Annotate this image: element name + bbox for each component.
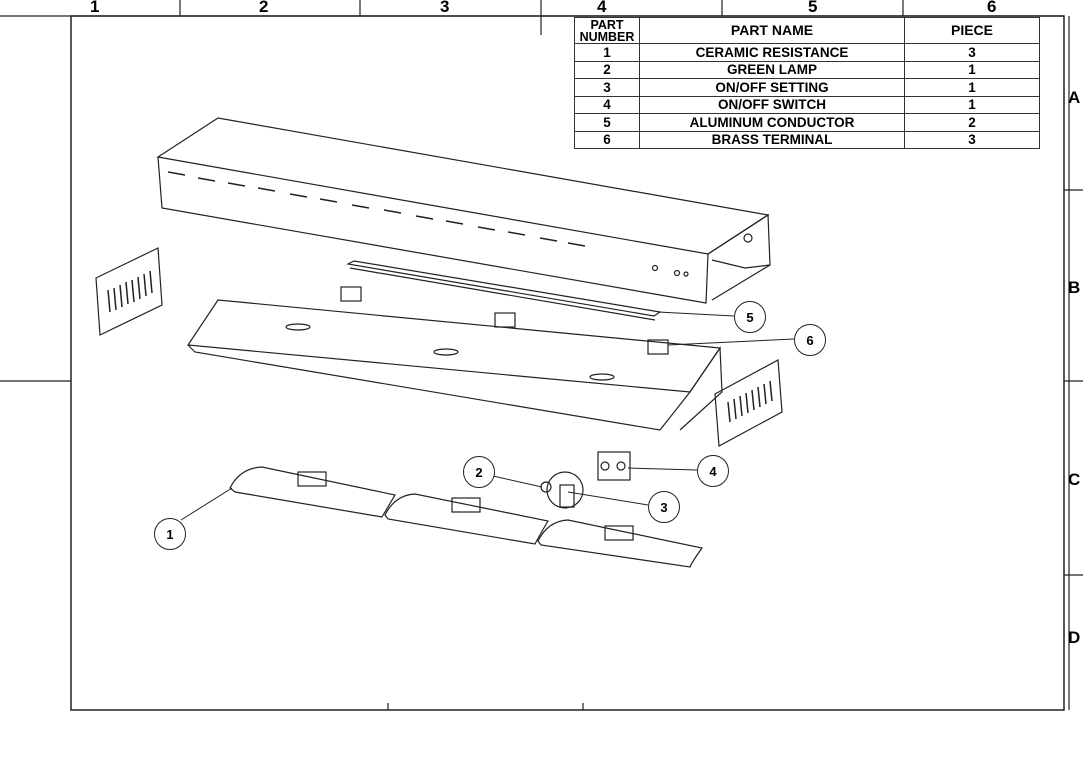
zone-column-label: 3 — [440, 0, 450, 16]
part-name: BRASS TERMINAL — [639, 130, 905, 149]
part-piece: 2 — [904, 113, 1040, 132]
balloon-part-6: 6 — [794, 324, 826, 356]
part-name: ON/OFF SETTING — [639, 78, 905, 97]
part-number: 1 — [574, 43, 640, 62]
header-part-number: PART NUMBER — [574, 17, 640, 44]
housing-cover — [156, 117, 771, 304]
part-number: 4 — [574, 95, 640, 114]
balloon-part-3: 3 — [648, 491, 680, 523]
on-off-switch — [597, 451, 631, 481]
zone-row-label: C — [1068, 470, 1081, 489]
balloon-part-2: 2 — [463, 456, 495, 488]
part-piece: 1 — [904, 95, 1040, 114]
part-number: 5 — [574, 113, 640, 132]
balloon-part-1: 1 — [154, 518, 186, 550]
part-number: 2 — [574, 60, 640, 79]
part-piece: 1 — [904, 60, 1040, 79]
ceramic-resistance — [229, 466, 704, 568]
zone-column-label: 1 — [90, 0, 100, 16]
part-piece: 3 — [904, 43, 1040, 62]
right-end-plate — [714, 359, 783, 447]
left-end-plate — [95, 247, 163, 336]
zone-row-label: A — [1068, 88, 1081, 107]
zone-column-label: 2 — [259, 0, 269, 16]
zone-row-label: B — [1068, 278, 1081, 297]
table-header-row: PART NUMBER PART NAME PIECE — [574, 17, 1040, 44]
part-piece: 1 — [904, 78, 1040, 97]
zone-column-label: 5 — [808, 0, 818, 16]
aluminum-conductor — [346, 260, 662, 321]
base-tray — [186, 299, 723, 431]
part-number: 6 — [574, 130, 640, 149]
part-name: CERAMIC RESISTANCE — [639, 43, 905, 62]
part-name: ALUMINUM CONDUCTOR — [639, 113, 905, 132]
brass-terminal — [340, 286, 669, 355]
part-name: ON/OFF SWITCH — [639, 95, 905, 114]
green-lamp — [540, 481, 552, 493]
balloon-part-4: 4 — [697, 455, 729, 487]
zone-column-label: 6 — [987, 0, 997, 16]
header-piece: PIECE — [904, 17, 1040, 44]
zone-column-label: 4 — [597, 0, 607, 16]
part-name: GREEN LAMP — [639, 60, 905, 79]
part-number: 3 — [574, 78, 640, 97]
on-off-setting — [540, 471, 584, 509]
zone-row-label: D — [1068, 628, 1081, 647]
header-part-name: PART NAME — [639, 17, 905, 44]
part-piece: 3 — [904, 130, 1040, 149]
balloon-part-5: 5 — [734, 301, 766, 333]
